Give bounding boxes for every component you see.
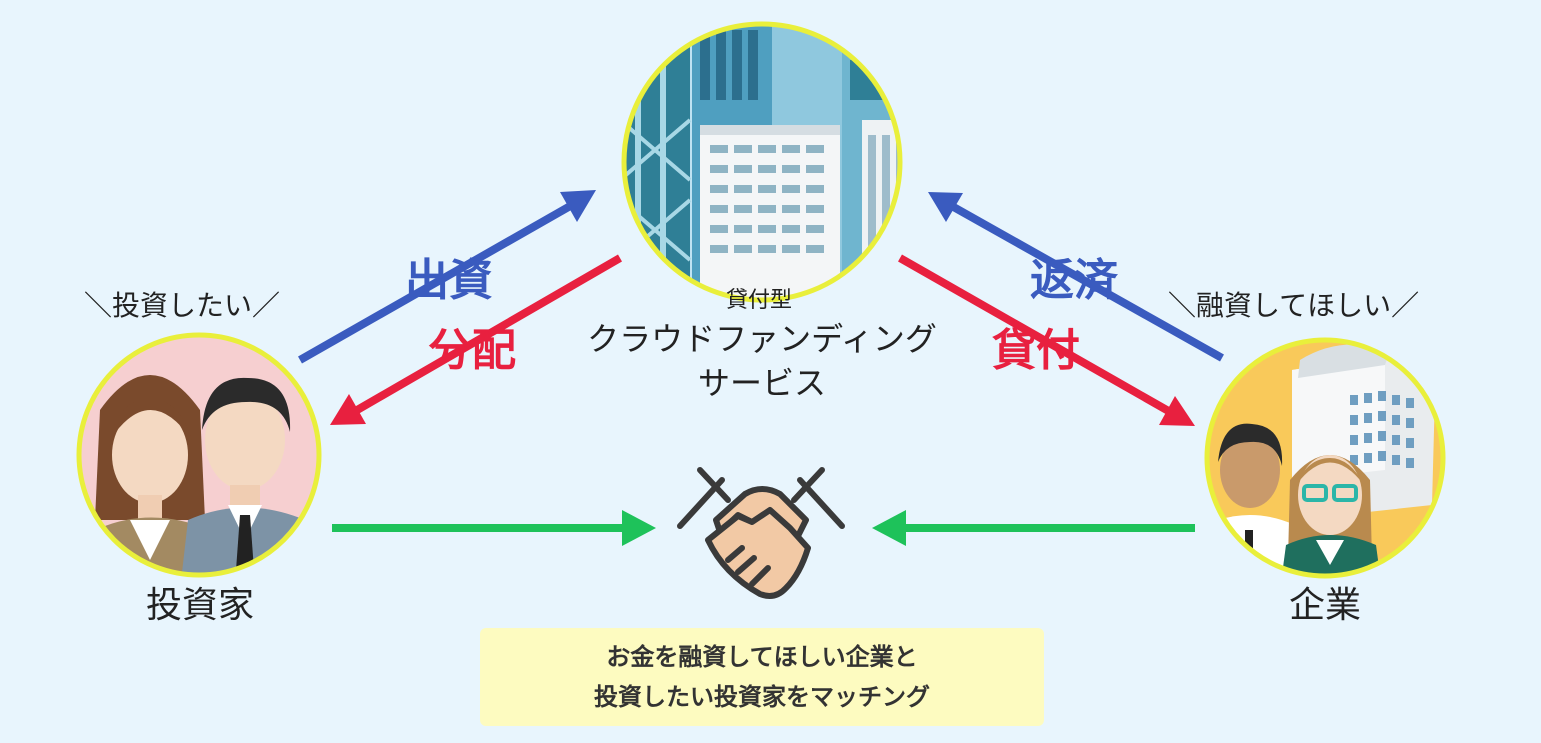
matching-note-line2: 投資したい投資家をマッチング <box>594 683 930 711</box>
service-buildings-circle <box>621 21 903 303</box>
company-match-arrow <box>872 510 1195 546</box>
invest-arrow <box>298 190 596 364</box>
company-label: 企業 <box>1288 585 1361 626</box>
matching-note-box: お金を融資してほしい企業と 投資したい投資家をマッチング <box>480 628 1044 726</box>
company-people-circle <box>1204 337 1446 579</box>
invest-label: 出資 <box>405 255 493 306</box>
distribute-label: 分配 <box>428 325 516 376</box>
service-small-label: 貸付型 <box>726 288 793 313</box>
company-callout: ＼融資してほしい／ <box>1168 289 1420 322</box>
lend-arrow <box>898 254 1195 426</box>
service-title-line1: クラウドファンディング <box>587 320 937 358</box>
distribute-arrow <box>330 254 623 425</box>
investor-callout: ＼投資したい／ <box>84 289 281 322</box>
lend-label: 貸付 <box>992 325 1080 376</box>
matching-note-line1: お金を融資してほしい企業と <box>606 643 918 671</box>
handshake-icon <box>677 467 845 599</box>
investor-match-arrow <box>332 510 656 546</box>
repay-arrow <box>928 192 1224 362</box>
repay-label: 返済 <box>1030 255 1118 306</box>
investor-people-circle <box>76 332 322 578</box>
service-title-line2: サービス <box>697 364 826 402</box>
investor-label: 投資家 <box>145 585 254 626</box>
